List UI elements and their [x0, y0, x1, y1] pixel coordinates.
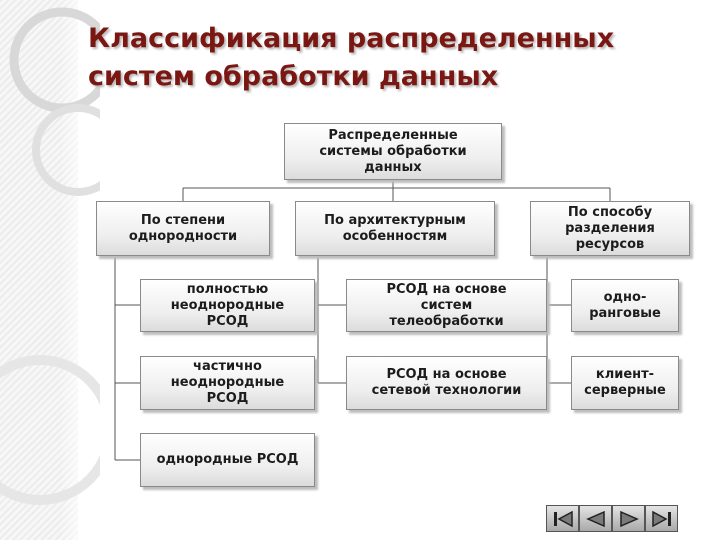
previous-slide-button[interactable] — [579, 505, 612, 532]
slide-title-line-1: Классификация распределенных — [88, 23, 615, 54]
node-partially-heterogeneous: частично неоднородные РСОД — [140, 356, 315, 410]
category-architecture: По архитектурным особенностям — [295, 201, 495, 256]
first-slide-icon — [553, 510, 573, 527]
node-network-technology: РСОД на основе сетевой технологии — [346, 356, 547, 410]
category-homogeneity: По степени однородности — [96, 201, 270, 256]
slide-title-line-2: систем обработки данных — [88, 61, 499, 92]
category-resources: По способу разделения ресурсов — [530, 201, 690, 256]
decorative-circles — [0, 7, 100, 505]
previous-slide-icon — [585, 510, 605, 527]
slide-navigation — [546, 505, 678, 532]
node-client-server: клиент- серверные — [571, 356, 679, 410]
node-homogeneous: однородные РСОД — [140, 433, 315, 487]
first-slide-button[interactable] — [546, 505, 579, 532]
slide-title: Классификация распределенных систем обра… — [88, 20, 708, 96]
root-node: Распределенные системы обработки данных — [284, 123, 502, 180]
next-slide-icon — [619, 510, 639, 527]
node-peer-to-peer: одно- ранговые — [571, 279, 679, 332]
last-slide-button[interactable] — [645, 505, 678, 532]
decorative-strip-fade — [60, 0, 90, 540]
node-teleprocessing: РСОД на основе систем телеобработки — [346, 279, 547, 332]
last-slide-icon — [651, 510, 671, 527]
node-fully-heterogeneous: полностью неоднородные РСОД — [140, 279, 315, 332]
next-slide-button[interactable] — [612, 505, 645, 532]
